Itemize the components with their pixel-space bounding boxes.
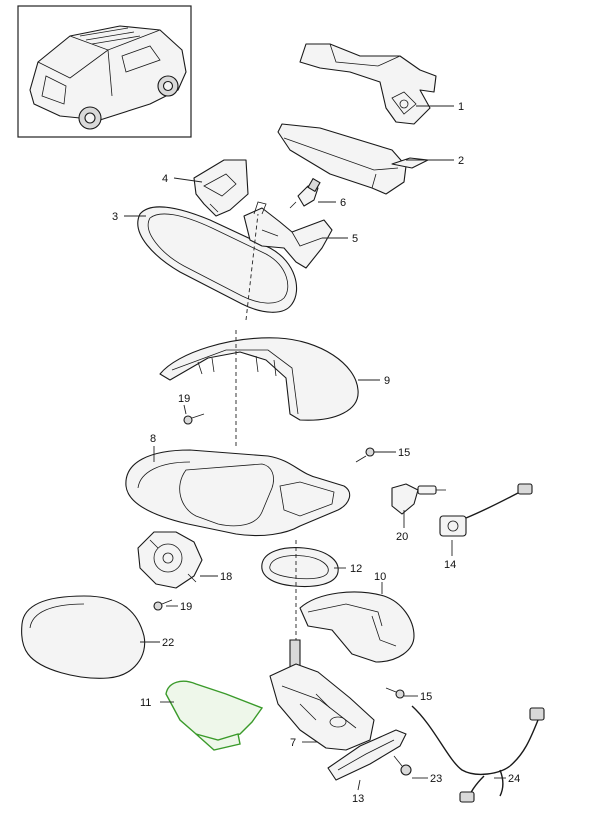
part-19-screw-lower — [153, 599, 173, 611]
callout-19-upper: 19 — [178, 393, 190, 405]
callout-labels: 1 2 3 4 5 6 7 8 9 10 11 12 13 14 15 15 1… — [112, 101, 520, 805]
callout-9: 9 — [384, 375, 390, 387]
callout-22: 22 — [162, 637, 174, 649]
callout-19-lower: 19 — [180, 601, 192, 613]
part-18-adjusting-motor — [137, 531, 203, 589]
callout-15-upper: 15 — [398, 447, 410, 459]
part-9-top-cover — [159, 337, 359, 421]
callout-7: 7 — [290, 737, 296, 749]
callout-4: 4 — [162, 173, 168, 185]
part-10-lower-cover — [299, 591, 415, 663]
callout-13: 13 — [352, 793, 364, 805]
callout-20: 20 — [396, 531, 408, 543]
part-15-screw-lower — [385, 687, 405, 699]
part-22-mirror-glass — [21, 595, 146, 679]
part-14-camera — [439, 483, 533, 537]
part-4-cover-piece — [193, 159, 249, 217]
part-7-base-mount — [269, 639, 375, 751]
callout-11: 11 — [140, 697, 151, 709]
part-11-highlighted-cover — [165, 680, 264, 751]
part-6-connector — [289, 177, 321, 209]
callout-23: 23 — [430, 773, 442, 785]
callout-12: 12 — [350, 563, 362, 575]
callout-2: 2 — [458, 155, 464, 167]
callout-1: 1 — [458, 101, 464, 113]
part-20-plug — [391, 483, 446, 515]
suv-illustration — [29, 25, 187, 130]
part-1-mounting-bracket — [299, 43, 437, 125]
part-8-mirror-housing — [125, 449, 351, 537]
callout-10: 10 — [374, 571, 386, 583]
part-24-wiring-harness — [411, 705, 545, 803]
callout-3: 3 — [112, 211, 118, 223]
callout-15-lower: 15 — [420, 691, 432, 703]
part-15-screw-upper — [355, 447, 375, 463]
leader-lines — [124, 105, 506, 791]
callout-8: 8 — [150, 433, 156, 445]
part-23-screw — [393, 755, 412, 776]
callout-24: 24 — [508, 773, 520, 785]
vehicle-thumbnail — [17, 5, 192, 138]
part-3-mirror-frame — [137, 206, 298, 313]
callout-6: 6 — [340, 197, 346, 209]
part-5-adjusting-bracket — [243, 201, 333, 269]
part-19-screw-upper — [183, 413, 205, 425]
part-2-housing-carrier — [277, 123, 429, 195]
callout-14: 14 — [444, 559, 456, 571]
callout-5: 5 — [352, 233, 358, 245]
part-13-lamp — [327, 729, 407, 781]
callout-18: 18 — [220, 571, 232, 583]
part-12-gasket — [261, 547, 339, 588]
